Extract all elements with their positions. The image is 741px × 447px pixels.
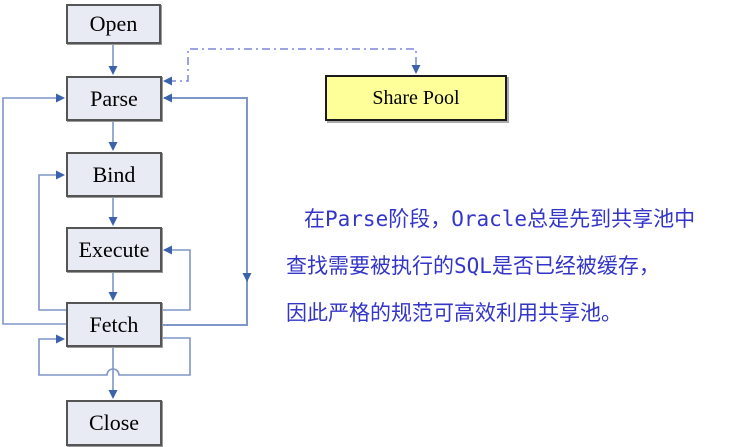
arrowhead-into-sharepool-top	[411, 65, 421, 74]
node-close: Close	[66, 400, 162, 446]
arrowhead-into-close-top	[108, 390, 118, 399]
connector-parse-sharepool-dashdot	[168, 48, 417, 82]
arrowhead-into-bind-top	[108, 142, 118, 151]
connector-fetch-bind-left	[38, 174, 66, 311]
note-text: 在Parse阶段，Oracle总是先到共享池中 查找需要被执行的SQL是否已经被…	[286, 196, 695, 337]
node-execute-label: Execute	[78, 236, 150, 262]
arrowhead-into-bind-left	[56, 170, 65, 180]
node-bind-label: Bind	[92, 161, 136, 187]
connector-fetch-parse-right	[162, 97, 248, 326]
arrowhead-into-parse-left	[56, 93, 65, 103]
arrowhead-into-fetch-top	[108, 292, 118, 301]
note-line-3: 因此严格的规范可高效利用共享池。	[286, 301, 622, 325]
arrowhead-into-parse-right	[163, 93, 172, 103]
arrowhead-into-fetch-left	[56, 334, 65, 344]
connector-fetch-self-loop	[38, 337, 191, 376]
node-bind: Bind	[66, 152, 162, 197]
node-close-label: Close	[88, 410, 140, 435]
node-parse: Parse	[66, 76, 162, 121]
note-line-1: 在Parse阶段，Oracle总是先到共享池中	[304, 207, 696, 231]
connector-fetch-parse-left	[2, 97, 66, 325]
arrowhead-into-parse-top	[108, 66, 118, 75]
node-execute: Execute	[66, 227, 162, 272]
node-open-label: Open	[89, 11, 138, 36]
note-line-2: 查找需要被执行的SQL是否已经被缓存，	[286, 254, 660, 278]
connector-fetch-execute-right	[162, 249, 191, 311]
node-open: Open	[66, 4, 161, 44]
node-fetch-label: Fetch	[89, 311, 139, 337]
arrowhead-dashdot-into-parse	[163, 76, 172, 86]
node-share-pool-label: Share Pool	[372, 86, 460, 109]
arrowhead-into-execute-right	[163, 245, 172, 255]
node-parse-label: Parse	[90, 85, 138, 111]
arrowhead-into-execute-top	[108, 217, 118, 226]
node-share-pool: Share Pool	[325, 75, 507, 121]
node-fetch: Fetch	[66, 302, 162, 347]
arrowhead-midline-down	[242, 273, 252, 282]
